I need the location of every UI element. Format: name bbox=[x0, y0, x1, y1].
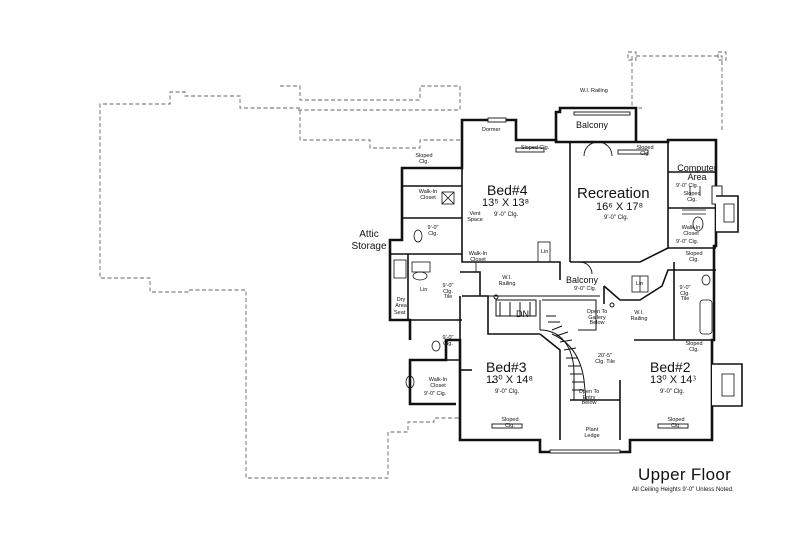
linen-label-right: Lin bbox=[636, 281, 644, 287]
walkin-closet-bed4: Walk-In Closet bbox=[418, 189, 438, 201]
wi-railing-right-label: W.I. Railing bbox=[630, 310, 648, 322]
sloped-clg-bed3-bottom: Sloped Clg. bbox=[501, 417, 519, 429]
sloped-clg-rec: Sloped Clg. bbox=[636, 145, 654, 157]
bed4-dims: 13⁵ X 13⁸ bbox=[482, 197, 530, 209]
sloped-clg-bed2-bottom: Sloped Clg. bbox=[667, 417, 685, 429]
dry-area-label: Dry Area bbox=[395, 297, 407, 309]
bath4-clg: 9'-0" Clg. bbox=[427, 225, 439, 237]
recreation-clg: 9'-0" Clg. bbox=[604, 215, 629, 221]
recreation-dims: 16⁶ X 17⁸ bbox=[596, 201, 644, 213]
attic-storage-label: Attic Storage bbox=[351, 229, 387, 252]
twenty-clg-tile-label: 20'-5" Clg. Tile bbox=[595, 353, 615, 365]
floor-note: All Ceiling Heights 9'-0" Unless Noted. bbox=[632, 487, 734, 493]
sloped-clg-bed4: Sloped Clg. bbox=[520, 145, 550, 151]
linen-label-left: Lin bbox=[420, 287, 428, 293]
open-to-gallery-label: Open To Gallery Below bbox=[586, 309, 608, 326]
sloped-clg-computer: Sloped Clg. bbox=[683, 191, 701, 203]
openings bbox=[487, 111, 723, 454]
walkin-closet-computer-clg: 9'-0" Clg. bbox=[676, 239, 699, 245]
stair-down-label: DN bbox=[516, 309, 529, 319]
open-to-entry-label: Open To Entry Below bbox=[578, 389, 600, 406]
lower-floor-outline bbox=[99, 51, 727, 479]
bed2-dims: 13⁰ X 14⁳ bbox=[650, 374, 697, 386]
walkin-closet-computer: Walk-In Closet bbox=[681, 225, 701, 237]
walkin-closet-bed3-clg: 9'-0" Clg. bbox=[424, 391, 447, 397]
bed3-dims: 13⁰ X 14⁸ bbox=[486, 374, 533, 386]
bed3-clg: 9'-0" Clg. bbox=[495, 389, 520, 395]
bed2-name: Bed#2 bbox=[650, 359, 691, 375]
bath2-clg-tile: 9'-0" Clg. Tile bbox=[679, 285, 691, 302]
balcony-mid-clg: 9'-0" Clg. bbox=[574, 286, 597, 292]
staircase bbox=[488, 294, 615, 401]
bed3-name: Bed#3 bbox=[486, 359, 527, 375]
computer-area-clg: 9'-0" Clg. bbox=[676, 183, 699, 189]
wi-railing-left-label: W.I. Railing bbox=[498, 275, 516, 287]
bed4-clg: 9'-0" Clg. bbox=[494, 212, 519, 218]
computer-area-name: Computer Area bbox=[677, 163, 717, 183]
floor-title: Upper Floor bbox=[638, 465, 732, 484]
vent-space-label: Vent Space bbox=[467, 211, 483, 223]
dormer-label: Dormer bbox=[482, 127, 501, 133]
linen-label-mid: Lin bbox=[541, 249, 549, 255]
sloped-clg-bed2: Sloped Clg. bbox=[685, 341, 703, 353]
plant-ledge-label: Plant Ledge bbox=[584, 427, 600, 439]
balcony-top-label: Balcony bbox=[576, 120, 609, 130]
sloped-clg-left-top: Sloped Clg. bbox=[415, 153, 433, 165]
bed4-name: Bed#4 bbox=[487, 182, 528, 198]
interior-walls bbox=[390, 142, 716, 440]
bath3b-clg: 9'-0" Clg. bbox=[442, 335, 454, 347]
wi-railing-top-label: W.I. Railing bbox=[580, 88, 608, 94]
exterior-walls bbox=[388, 106, 718, 454]
bed2-clg: 9'-0" Clg. bbox=[660, 389, 685, 395]
walkin-closet-hall: Walk-In Closet bbox=[468, 251, 488, 263]
bath3-clg-tile: 9'-0" Clg. Tile bbox=[442, 283, 454, 300]
recreation-name: Recreation bbox=[577, 185, 650, 202]
chimneys bbox=[712, 195, 743, 407]
sloped-clg-bath-right: Sloped Clg. bbox=[685, 251, 703, 263]
seat-label: Seat bbox=[394, 310, 406, 316]
balcony-mid-label: Balcony bbox=[566, 275, 599, 285]
walkin-closet-bed3: Walk-In Closet bbox=[428, 377, 448, 389]
fixtures bbox=[393, 186, 713, 389]
